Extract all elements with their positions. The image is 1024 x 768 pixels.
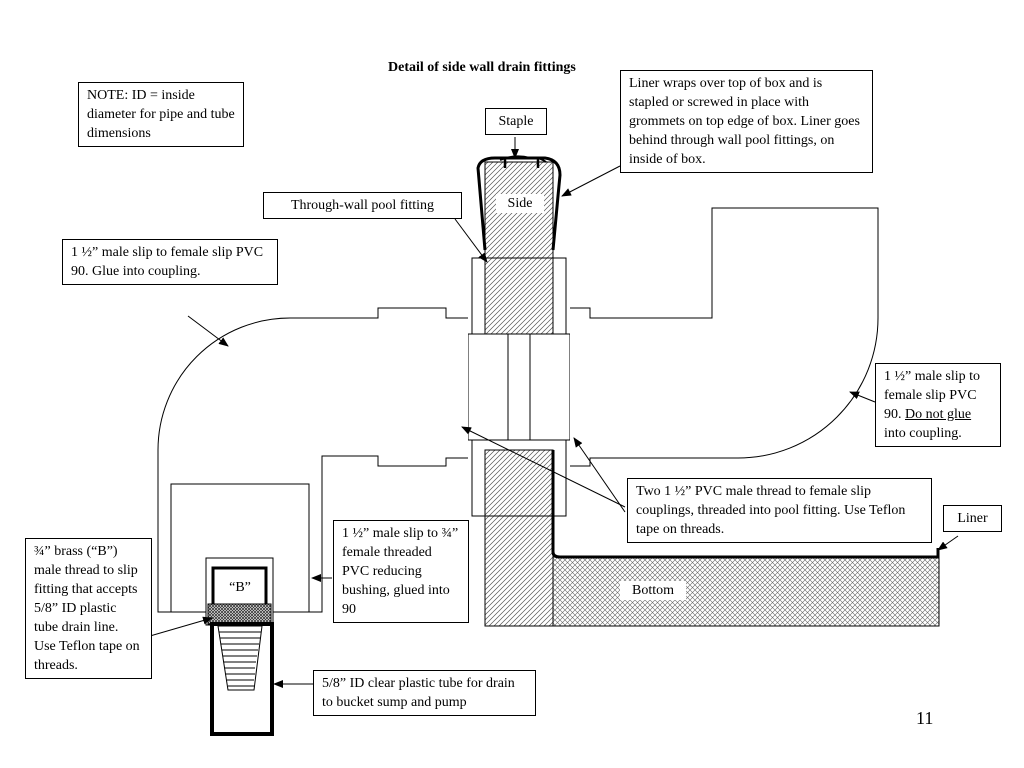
- center-coupling: [507, 333, 531, 441]
- leader-coupling-b: [573, 437, 626, 513]
- left-coupling: [467, 333, 509, 441]
- bottom-slab: [552, 556, 940, 627]
- tube-label: 5/8” ID clear plastic tube for drain to …: [313, 670, 536, 716]
- bushing-text: 1 ½” male slip to ¾” female threaded PVC…: [342, 526, 459, 617]
- leader-through-wall: [454, 218, 488, 263]
- tube-barb: [217, 625, 263, 691]
- right-90-text-underlined: Do not glue: [905, 407, 972, 422]
- side-text: Side: [507, 196, 533, 211]
- right-90-text-1: 1 ½” male slip to female slip PVC 90.: [884, 369, 981, 422]
- leader-left-90: [187, 315, 229, 347]
- side-label: Side: [496, 194, 544, 213]
- brass-text: ¾” brass (“B”) male thread to slip fitti…: [34, 544, 140, 673]
- liner-text: Liner: [957, 511, 988, 526]
- left-90-text: 1 ½” male slip to female slip PVC 90. Gl…: [71, 245, 264, 279]
- note-box: NOTE: ID = inside diameter for pipe and …: [78, 82, 244, 147]
- staple-label: Staple: [485, 108, 547, 135]
- left-90-label: 1 ½” male slip to female slip PVC 90. Gl…: [62, 239, 278, 285]
- leader-brass: [149, 616, 213, 637]
- b-fitting-label: “B”: [215, 578, 265, 597]
- leader-coupling-a: [461, 426, 626, 508]
- bushing-label: 1 ½” male slip to ¾” female threaded PVC…: [333, 520, 469, 623]
- note-text: NOTE: ID = inside diameter for pipe and …: [87, 88, 235, 141]
- couplings-text: Two 1 ½” PVC male thread to female slip …: [636, 484, 906, 537]
- leader-liner: [937, 535, 959, 551]
- b-fitting-text: “B”: [229, 580, 251, 595]
- through-wall-text: Through-wall pool fitting: [290, 198, 435, 213]
- right-coupling: [529, 333, 571, 441]
- liner-top: [476, 156, 562, 251]
- bottom-label: Bottom: [620, 581, 686, 600]
- brass-thread: [207, 603, 272, 625]
- side-wall-fitting-section: [484, 257, 554, 335]
- staple-text: Staple: [498, 114, 534, 129]
- right-90-text-2: into coupling.: [884, 426, 962, 441]
- leader-right-90: [849, 391, 876, 403]
- liner-label: Liner: [943, 505, 1002, 532]
- through-wall-label: Through-wall pool fitting: [263, 192, 462, 219]
- tube-text: 5/8” ID clear plastic tube for drain to …: [322, 676, 515, 710]
- couplings-label: Two 1 ½” PVC male thread to female slip …: [627, 478, 932, 543]
- brass-label: ¾” brass (“B”) male thread to slip fitti…: [25, 538, 152, 679]
- right-pvc-90: [570, 207, 879, 467]
- page-number: 11: [916, 708, 934, 728]
- liner-bottom: [551, 450, 940, 559]
- liner-wrap-text: Liner wraps over top of box and is stapl…: [629, 76, 860, 167]
- right-90-label: 1 ½” male slip to female slip PVC 90. Do…: [875, 363, 1001, 447]
- leader-liner-wrap: [561, 165, 621, 197]
- diagram-title: Detail of side wall drain fittings: [388, 60, 576, 75]
- side-wall-fitting-section-lower: [484, 449, 554, 517]
- bottom-text: Bottom: [631, 583, 674, 598]
- liner-wrap-label: Liner wraps over top of box and is stapl…: [620, 70, 873, 173]
